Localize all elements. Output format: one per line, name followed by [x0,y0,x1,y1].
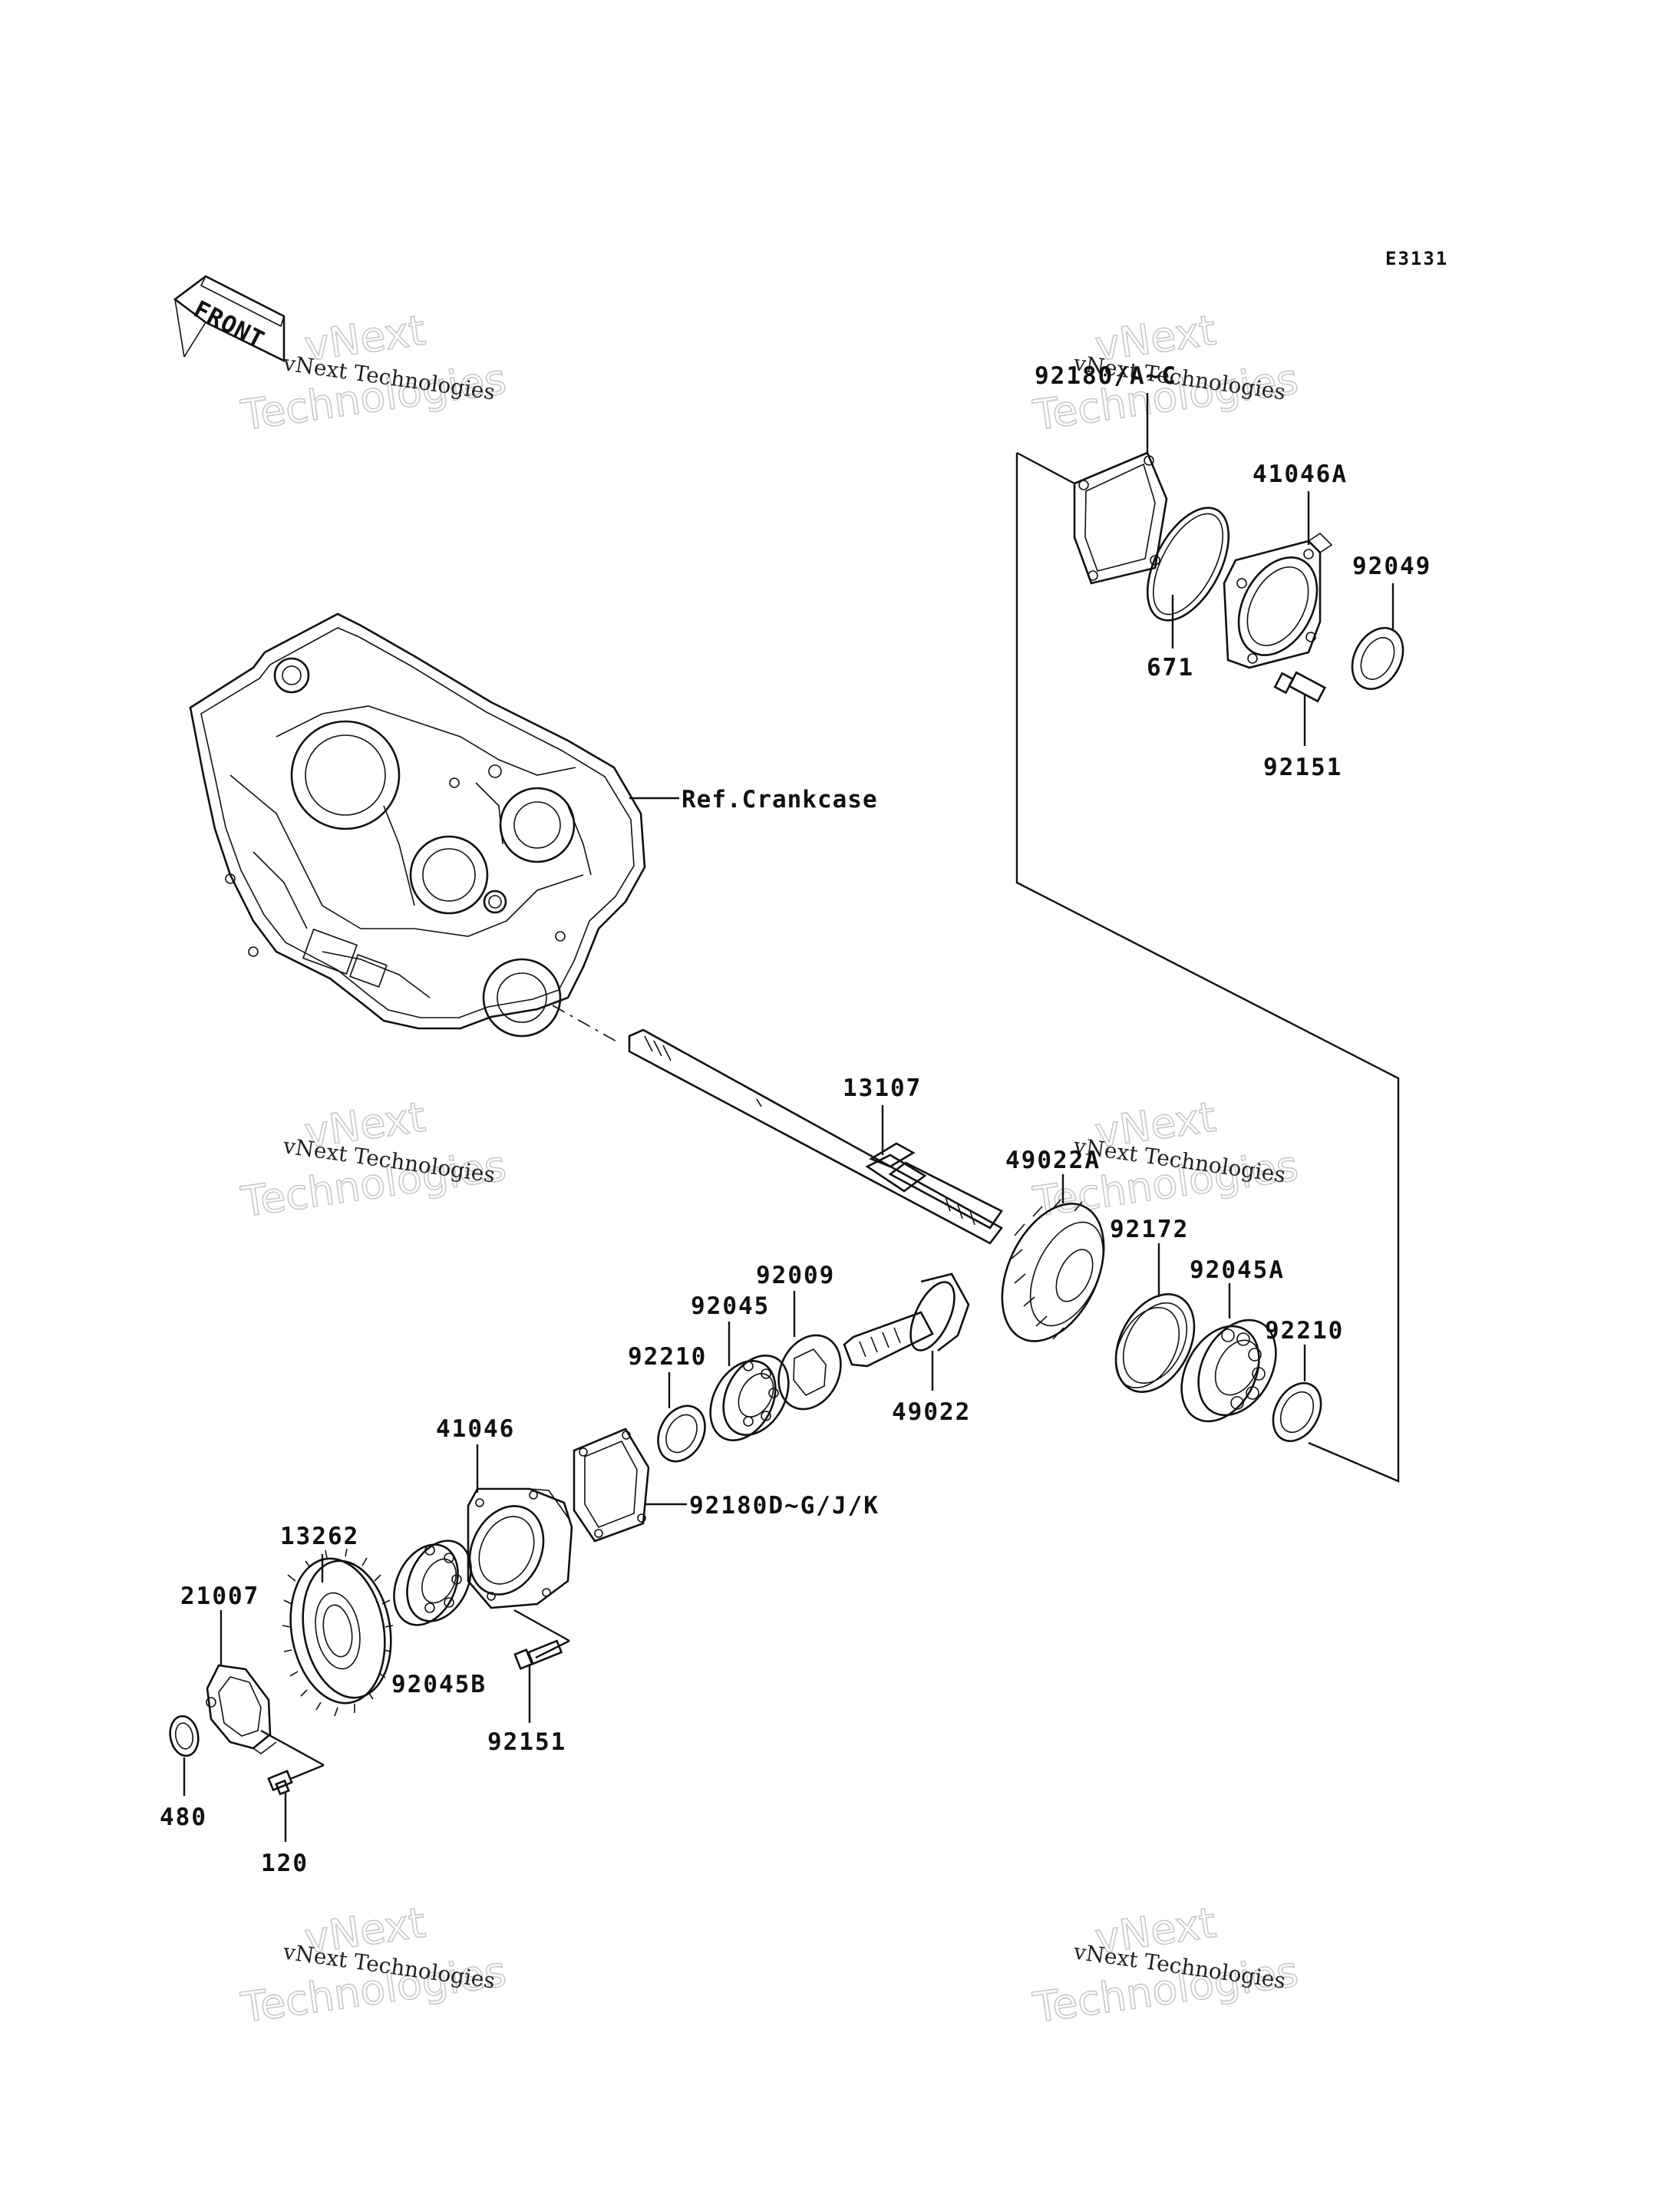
part-label-480: 480 [160,1804,207,1831]
housing-41046a [1223,532,1333,669]
pinion-49022 [843,1272,970,1368]
part-label-92210-left: 92210 [628,1343,707,1371]
center-line [552,1005,619,1043]
part-label-92009: 92009 [756,1262,835,1289]
diagram-code: E3131 [1385,248,1448,269]
watermark-middle-left: Technologies vNext vNext Technologies [237,1092,510,1227]
part-label-41046a: 41046A [1253,460,1348,488]
watermark-top-left: Technologies vNext vNext Technologies [237,305,510,441]
part-label-92172: 92172 [1110,1216,1189,1243]
part-label-120: 120 [261,1850,309,1877]
part-label-92180ac: 92180/A~C [1035,362,1177,390]
bearing-92045 [709,1354,790,1442]
part-label-92180dk: 92180D~G/J/K [689,1492,880,1520]
seal-92210-left [657,1404,706,1463]
watermark-top-right: Technologies vNext vNext Technologies [1029,305,1302,441]
bolt-120 [267,1770,293,1796]
watermark-bottom-left: Technologies vNext vNext Technologies [237,1898,510,2033]
bevel-gear-49022a [1001,1199,1105,1342]
part-label-21007: 21007 [180,1582,259,1610]
gasket-92180ac [1073,451,1168,585]
plate-21007 [206,1664,277,1754]
leader-92151-bottom-b [535,1639,570,1659]
ring-92009 [777,1334,842,1411]
ring-92172 [1114,1293,1196,1393]
gear-13262 [282,1548,394,1717]
bolt-92151-bottom [513,1639,563,1670]
front-label: FRONT [189,295,269,355]
part-label-92045b: 92045B [391,1671,487,1698]
o-ring-671 [1146,507,1230,622]
gasket-92180dk [573,1427,650,1543]
leader-21007-120-b [289,1764,325,1781]
leader-92151-bottom-a [513,1609,570,1642]
bearing-92045b [393,1540,472,1626]
housing-41046 [467,1487,573,1609]
group-bracket-top [1015,453,1400,1483]
seal-92210-right [1272,1382,1322,1442]
seal-92049 [1351,627,1404,690]
front-arrow-icon: FRONT [173,275,286,363]
part-label-92151-bottom: 92151 [487,1728,566,1756]
part-label-49022: 49022 [892,1398,971,1426]
shaft-13107 [628,1028,1003,1245]
ref-crankcase-label: Ref.Crankcase [682,786,878,814]
part-label-41046: 41046 [436,1415,515,1443]
part-label-92151-top: 92151 [1263,754,1342,781]
part-label-92045: 92045 [691,1292,770,1320]
part-label-49022a: 49022A [1005,1147,1101,1174]
part-label-92210-right: 92210 [1265,1317,1344,1345]
leader-92180ac [1016,451,1075,485]
bolt-92151-top [1273,671,1326,703]
crankcase-drawing [189,612,646,1038]
part-label-13107: 13107 [843,1074,922,1102]
bearing-92045a [1180,1318,1277,1423]
part-label-671: 671 [1147,654,1194,682]
watermark-bottom-right: Technologies vNext vNext Technologies [1029,1898,1302,2033]
part-label-92049: 92049 [1352,553,1431,580]
part-label-92045a: 92045A [1190,1256,1285,1284]
leader-21007-120-a [260,1729,325,1767]
part-label-13262: 13262 [280,1523,359,1550]
circlip-480 [169,1715,200,1757]
